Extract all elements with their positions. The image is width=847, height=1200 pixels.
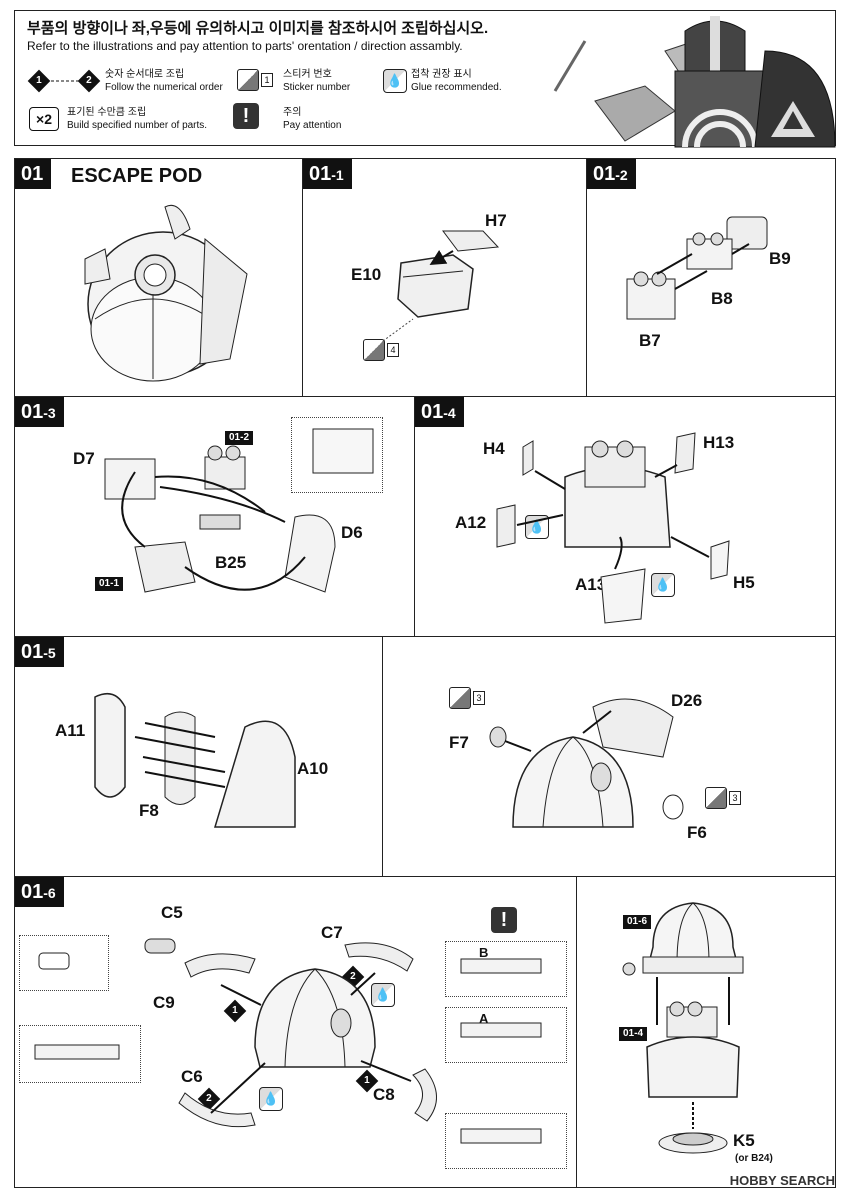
detail-callout-box	[19, 1025, 141, 1083]
warning-icon: !	[491, 907, 517, 933]
step-01-panel: 01 ESCAPE POD	[14, 158, 304, 398]
multiply-legend-ko: 표기된 수만큼 조립	[67, 107, 147, 118]
part-b8-label: B8	[711, 289, 733, 308]
step-01-5b-illustration	[489, 698, 684, 828]
multiply-legend-en: Build specified number of parts.	[67, 120, 208, 131]
final-assembly-panel: 01-6 01-4 K5 (or B24)	[576, 876, 836, 1188]
step-01-3-tab: 01-3	[15, 397, 64, 427]
step-01-5-tab: 01-5	[15, 637, 64, 667]
part-c5-label: C5	[161, 903, 183, 922]
step-01-1-tab: 01-1	[303, 159, 352, 189]
part-d26-label: D26	[671, 691, 703, 710]
sticker-legend-en: Sticker number	[283, 82, 351, 93]
step-01-4-tab: 01-4	[415, 397, 464, 427]
order-legend-en: Follow the numerical order	[105, 82, 223, 93]
glue-icon: 💧	[651, 573, 675, 597]
escape-pod-illustration	[84, 204, 248, 382]
part-h7-label: H7	[485, 211, 507, 230]
ref-01-2-tag: 01-2	[225, 431, 254, 445]
glue-icon: 💧	[259, 1087, 283, 1111]
detail-callout-box	[445, 941, 567, 997]
step-01-tab: 01	[15, 159, 52, 189]
glue-icon: 💧	[525, 515, 549, 539]
sticker-legend-icon: 1	[237, 69, 273, 91]
step-01-5-panel: 01-5 A11 A10 F8	[14, 636, 384, 878]
part-b7-label: B7	[639, 331, 661, 350]
detail-callout-box	[19, 935, 109, 991]
part-d7-label: D7	[73, 449, 95, 468]
part-f8-label: F8	[139, 801, 159, 820]
part-f7-label: F7	[449, 733, 469, 752]
step-01-1-illustration	[382, 230, 500, 342]
step-01-5b-panel: F7 D26 F6 3 3	[382, 636, 836, 878]
part-d6-label: D6	[341, 523, 363, 542]
header-title-en: Refer to the illustrations and pay atten…	[27, 39, 463, 53]
warning-legend-en: Pay attention	[283, 120, 342, 131]
step-01-1-panel: 01-1 H7 E10 4	[302, 158, 588, 398]
watermark: HOBBY SEARCH	[729, 1173, 835, 1188]
final-assembly-illustration	[622, 902, 744, 1154]
header-panel: 부품의 방향이나 좌,우등에 유의하시고 이미지를 참조하시어 조립하십시오. …	[14, 10, 836, 148]
part-k5-label: K5	[733, 1131, 755, 1150]
detail-callout-box	[445, 1007, 567, 1063]
part-h13-label: H13	[703, 433, 735, 452]
step-01-4-panel: 01-4 H4 H13 A12 A13 H5 💧 💧	[414, 396, 836, 638]
step-01-4-illustration	[496, 432, 730, 624]
step-01-3-panel: 01-3 D7 D6 B25 01-2 01-1	[14, 396, 416, 638]
part-f6-label: F6	[687, 823, 707, 842]
part-a12-label: A12	[455, 513, 487, 532]
part-c9-label: C9	[153, 993, 175, 1012]
variant-b-label: B	[479, 945, 489, 960]
character-illustration	[553, 16, 836, 148]
multiply-legend-icon: ×2	[29, 107, 59, 131]
step-01-2-panel: 01-2 B9 B8 B7	[586, 158, 836, 398]
part-c7-label: C7	[321, 923, 343, 942]
ref-01-1-tag: 01-1	[95, 577, 124, 591]
part-a10-label: A10	[297, 759, 329, 778]
part-e10-label: E10	[351, 265, 382, 284]
part-b9-label: B9	[769, 249, 791, 268]
part-a11-label: A11	[55, 721, 86, 740]
sticker-4-icon: 4	[363, 339, 399, 361]
part-c6-label: C6	[181, 1067, 203, 1086]
sticker-3-icon: 3	[705, 787, 741, 809]
step-01-2-illustration	[626, 216, 768, 320]
warning-legend-icon: !	[233, 103, 259, 129]
detail-callout-box	[445, 1113, 567, 1169]
part-b25-label: B25	[215, 553, 247, 572]
ref-01-4-tag: 01-4	[619, 1027, 648, 1041]
detail-callout-box	[291, 417, 383, 493]
step-01-5-illustration	[94, 692, 296, 828]
glue-icon: 💧	[371, 983, 395, 1007]
step-01-6-illustration	[34, 938, 542, 1144]
part-h4-label: H4	[483, 439, 505, 458]
order-legend-ko: 숫자 순서대로 조립	[105, 69, 185, 80]
header-title-ko: 부품의 방향이나 좌,우등에 유의하시고 이미지를 참조하시어 조립하십시오.	[27, 20, 489, 37]
variant-a-label: A	[479, 1011, 489, 1026]
part-c8-label: C8	[373, 1085, 395, 1104]
glue-legend-icon: 💧	[383, 69, 407, 93]
step-01-6-tab: 01-6	[15, 877, 64, 907]
part-h5-label: H5	[733, 573, 755, 592]
ref-01-6-tag: 01-6	[623, 915, 652, 929]
step-01-2-tab: 01-2	[587, 159, 636, 189]
warning-legend-ko: 주의	[283, 107, 302, 118]
glue-legend-en: Glue recommended.	[411, 82, 502, 93]
step-01-3-illustration	[104, 428, 374, 593]
sticker-3-icon: 3	[449, 687, 485, 709]
sticker-legend-ko: 스티커 번호	[283, 69, 332, 80]
step-01-title: ESCAPE POD	[71, 165, 203, 187]
part-a13-label: A13	[575, 575, 607, 594]
order-arrow-icon	[51, 80, 81, 82]
glue-legend-ko: 접착 권장 표시	[411, 69, 472, 80]
step-01-6-panel: 01-6 C5 C7 C9 C6 C8 ! 1 2 2 1 💧 💧 B A	[14, 876, 578, 1188]
part-k5-alt-label: (or B24)	[735, 1153, 773, 1164]
